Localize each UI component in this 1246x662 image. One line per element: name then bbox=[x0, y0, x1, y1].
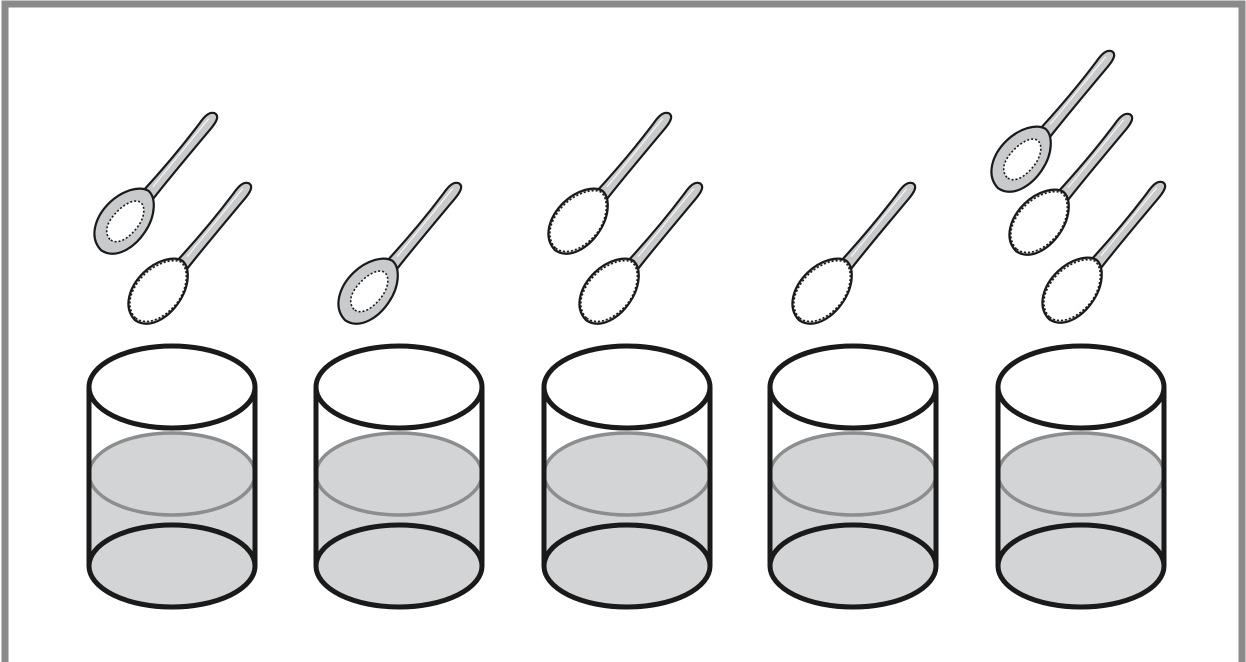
spoons-row bbox=[82, 36, 1180, 334]
glasses-row bbox=[89, 346, 1164, 607]
spoon-handle-highlight bbox=[152, 119, 209, 187]
glass-rim bbox=[998, 346, 1164, 428]
spoon-handle-highlight bbox=[396, 189, 453, 257]
glass-of-water-icon bbox=[89, 346, 255, 607]
spoon-handle bbox=[626, 180, 706, 271]
water-surface bbox=[89, 433, 255, 515]
spoon-handle-highlight bbox=[850, 189, 907, 257]
glass-bottom bbox=[770, 525, 936, 607]
spoon-handle-highlight bbox=[1100, 188, 1157, 256]
spoon-handle-highlight bbox=[637, 189, 694, 257]
spoon-handle bbox=[1038, 48, 1118, 139]
glass-bottom bbox=[998, 525, 1164, 607]
spoon-icon bbox=[979, 36, 1129, 202]
spoon-handle bbox=[1056, 111, 1136, 202]
water-surface bbox=[998, 433, 1164, 515]
spoon-handle bbox=[141, 110, 221, 201]
glass-of-water-icon bbox=[998, 346, 1164, 607]
water-surface bbox=[770, 433, 936, 515]
glass-of-water-icon bbox=[770, 346, 936, 607]
glass-rim bbox=[89, 346, 255, 428]
glass-bottom bbox=[544, 525, 710, 607]
spoon-handle bbox=[175, 180, 255, 271]
spoon-icon bbox=[326, 168, 476, 334]
water-surface bbox=[544, 433, 710, 515]
spoon-handle-highlight bbox=[186, 189, 243, 257]
spoon-icon bbox=[536, 98, 686, 264]
glass-bottom bbox=[316, 525, 482, 607]
glass-rim bbox=[316, 346, 482, 428]
spoon-handle-highlight bbox=[1049, 57, 1106, 125]
water-surface bbox=[316, 433, 482, 515]
glass-rim bbox=[770, 346, 936, 428]
spoon-handle-highlight bbox=[606, 119, 663, 187]
spoon-handle-highlight bbox=[1067, 120, 1124, 188]
spoon-handle bbox=[1089, 179, 1169, 270]
glass-of-water-icon bbox=[316, 346, 482, 607]
spoon-handle bbox=[839, 180, 919, 271]
glass-rim bbox=[544, 346, 710, 428]
spoon-handle bbox=[595, 110, 675, 201]
spoon-handle bbox=[385, 180, 465, 271]
glass-bottom bbox=[89, 525, 255, 607]
glass-of-water-icon bbox=[544, 346, 710, 607]
spoon-icon bbox=[780, 168, 930, 334]
